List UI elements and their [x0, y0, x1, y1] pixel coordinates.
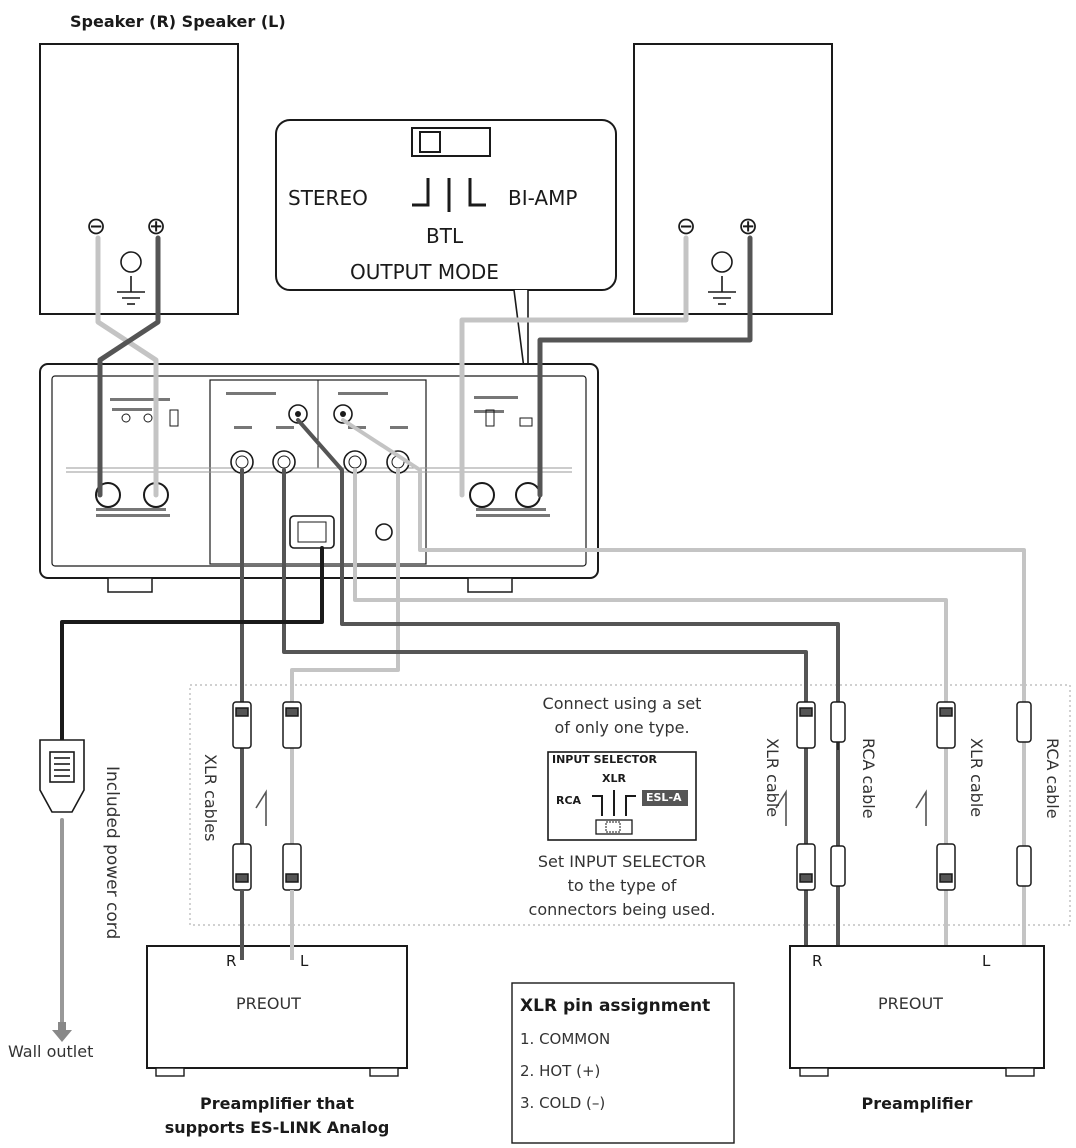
xlr-cables-label: XLR cables [201, 754, 220, 842]
output-mode-title: OUTPUT MODE [350, 260, 499, 284]
output-mode-bi-amp: BI-AMP [508, 186, 578, 210]
rca-cable-r-label: RCA cable [859, 738, 878, 819]
set-note-line1: Set INPUT SELECTOR [537, 852, 707, 871]
right-preamp-l: L [982, 952, 991, 970]
output-mode-callout [275, 119, 617, 291]
set-note-line2: to the type of [567, 876, 677, 895]
wall-outlet-label: Wall outlet [8, 1042, 94, 1061]
speaker-cables [95, 235, 753, 498]
input-selector-switch-positions [592, 790, 636, 816]
right-preamp-r: R [812, 952, 823, 970]
input-selector-rca: RCA [556, 794, 582, 807]
speaker-left-plus-icon: ⊕ [738, 212, 759, 240]
right-preamp-preout: PREOUT [878, 994, 943, 1013]
xlr-cable-r-label: XLR cable [763, 738, 782, 818]
power-cord-label: Included power cord [102, 766, 122, 940]
speakers-title: Speaker (R) Speaker (L) [70, 12, 286, 31]
speaker-right-plus-icon: ⊕ [146, 212, 167, 240]
wall-outlet-arrow-icon [52, 1022, 72, 1042]
speaker-left-box [633, 43, 833, 315]
output-mode-stereo: STEREO [288, 186, 368, 210]
xlr-pin-1: 1. COMMON [520, 1030, 611, 1048]
input-selector-esla: ESL-A [646, 791, 682, 804]
left-preamp-preout: PREOUT [236, 994, 301, 1013]
input-selector-switch-icon [595, 819, 633, 835]
direction-arrow-icons [255, 789, 927, 826]
output-mode-switch-positions [412, 178, 486, 212]
right-preamp-box [789, 945, 1045, 1069]
set-note-line3: connectors being used. [528, 900, 716, 919]
xlr-pin-title: XLR pin assignment [520, 996, 711, 1016]
left-preamp-box [146, 945, 408, 1069]
speaker-right-box [39, 43, 239, 315]
input-selector-xlr: XLR [602, 772, 626, 785]
cable-options-frame [189, 684, 1071, 926]
connect-note-line2: of only one type. [554, 718, 690, 737]
output-mode-btl: BTL [426, 224, 464, 248]
right-preamp-caption: Preamplifier [861, 1094, 973, 1113]
rca-cable-l-label: RCA cable [1043, 738, 1062, 819]
amplifier-rear-panel [39, 363, 599, 593]
xlr-cable-l-label: XLR cable [967, 738, 986, 818]
left-preamp-caption-line2: supports ES-LINK Analog [164, 1118, 390, 1137]
xlr-pin-2: 2. HOT (+) [520, 1062, 601, 1080]
input-selector-title: INPUT SELECTOR [552, 753, 657, 766]
power-plug-icon [39, 739, 85, 813]
xlr-pin-assignment-box [511, 982, 735, 1144]
speaker-left-minus-icon: ⊖ [676, 212, 697, 240]
speaker-left-ground-icon [708, 251, 736, 305]
speaker-right-minus-icon: ⊖ [86, 212, 107, 240]
rca-connectors [830, 701, 1032, 887]
left-preamp-r: R [226, 952, 237, 970]
left-preamp-l: L [300, 952, 309, 970]
speaker-right-ground-icon [117, 251, 145, 305]
left-preamp-caption-line1: Preamplifier that [199, 1094, 354, 1113]
connect-note-line1: Connect using a set [542, 694, 702, 713]
xlr-connectors [232, 701, 956, 891]
xlr-pin-3: 3. COLD (–) [520, 1094, 606, 1112]
